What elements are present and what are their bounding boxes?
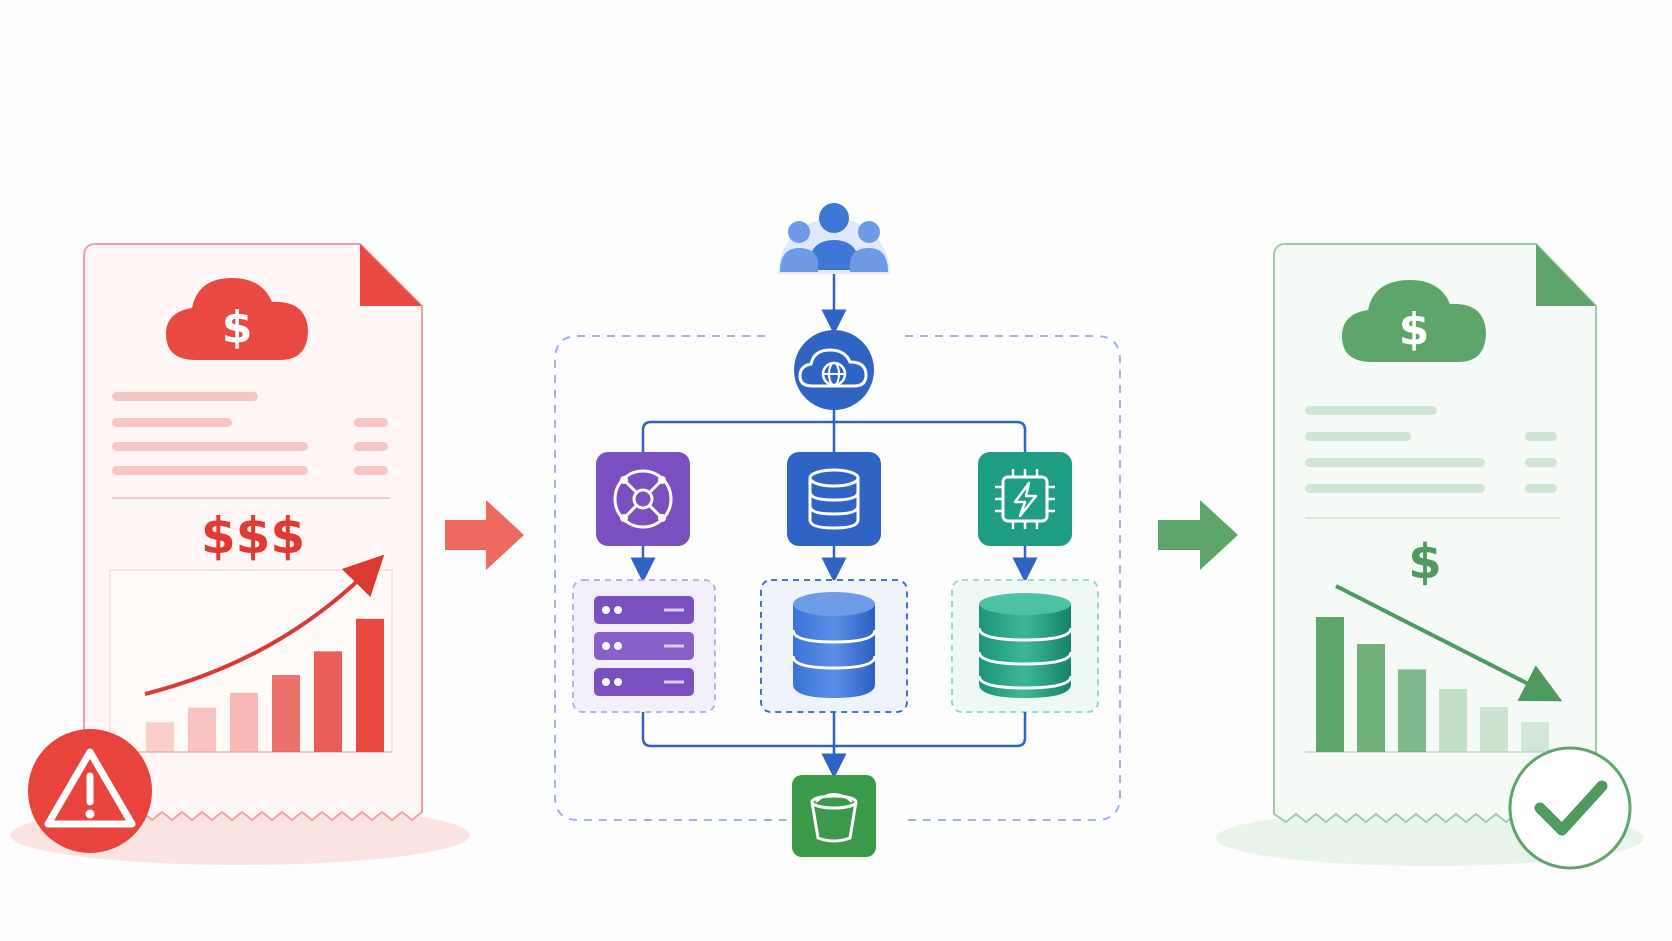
after-cloud-symbol: $ bbox=[1399, 304, 1430, 355]
before-bars bbox=[146, 618, 384, 752]
database-cylinder-icon bbox=[760, 579, 908, 713]
before-cloud-symbol: $ bbox=[222, 302, 253, 353]
before-bar-2 bbox=[188, 707, 216, 752]
architecture-to-after-arrow bbox=[1158, 500, 1238, 570]
users-icon bbox=[778, 203, 890, 274]
after-invoice-corner-fold bbox=[1536, 244, 1596, 306]
warning-icon bbox=[28, 729, 152, 853]
before-invoice-corner-fold bbox=[360, 244, 422, 306]
before-to-architecture-arrow bbox=[445, 500, 524, 570]
after-cloud-dollar-icon: $ bbox=[1342, 280, 1486, 362]
after-invoice: $ $ bbox=[1216, 243, 1644, 870]
before-bar-5 bbox=[314, 651, 342, 752]
after-bar-5 bbox=[1480, 707, 1508, 752]
before-invoice: $ $$$ bbox=[10, 243, 470, 865]
before-line-items bbox=[112, 392, 388, 475]
after-bar-1 bbox=[1316, 617, 1344, 752]
after-bar-6 bbox=[1521, 722, 1549, 752]
before-bar-1 bbox=[146, 722, 174, 752]
architecture-boundary-right bbox=[905, 335, 1121, 821]
before-bar-3 bbox=[230, 692, 258, 752]
after-line-items bbox=[1305, 406, 1557, 493]
after-total: $ bbox=[1408, 534, 1441, 590]
cloud-globe-icon bbox=[794, 330, 874, 410]
bucket-icon bbox=[792, 775, 876, 857]
architecture-boundary-left bbox=[554, 335, 790, 821]
chip-lightning-icon bbox=[978, 452, 1072, 546]
after-bar-4 bbox=[1439, 689, 1467, 752]
after-bar-3 bbox=[1398, 669, 1426, 752]
after-bar-2 bbox=[1357, 644, 1385, 752]
check-icon bbox=[1508, 746, 1632, 870]
gateway-fanout-edges bbox=[641, 410, 1027, 455]
before-cloud-dollar-icon: $ bbox=[166, 278, 308, 360]
before-bar-4 bbox=[272, 675, 300, 752]
architecture bbox=[554, 203, 1121, 857]
after-bars bbox=[1316, 617, 1549, 752]
network-hub-icon bbox=[596, 452, 690, 546]
before-bar-6 bbox=[356, 618, 384, 752]
database-icon bbox=[787, 452, 881, 546]
resource-merge-edges bbox=[641, 712, 1027, 748]
before-total: $$$ bbox=[201, 507, 305, 565]
server-rack-icon bbox=[572, 579, 716, 713]
before-trend-up-arrow bbox=[144, 554, 385, 696]
after-trend-down-arrow bbox=[1335, 584, 1563, 702]
storage-cylinder-icon bbox=[951, 579, 1099, 713]
